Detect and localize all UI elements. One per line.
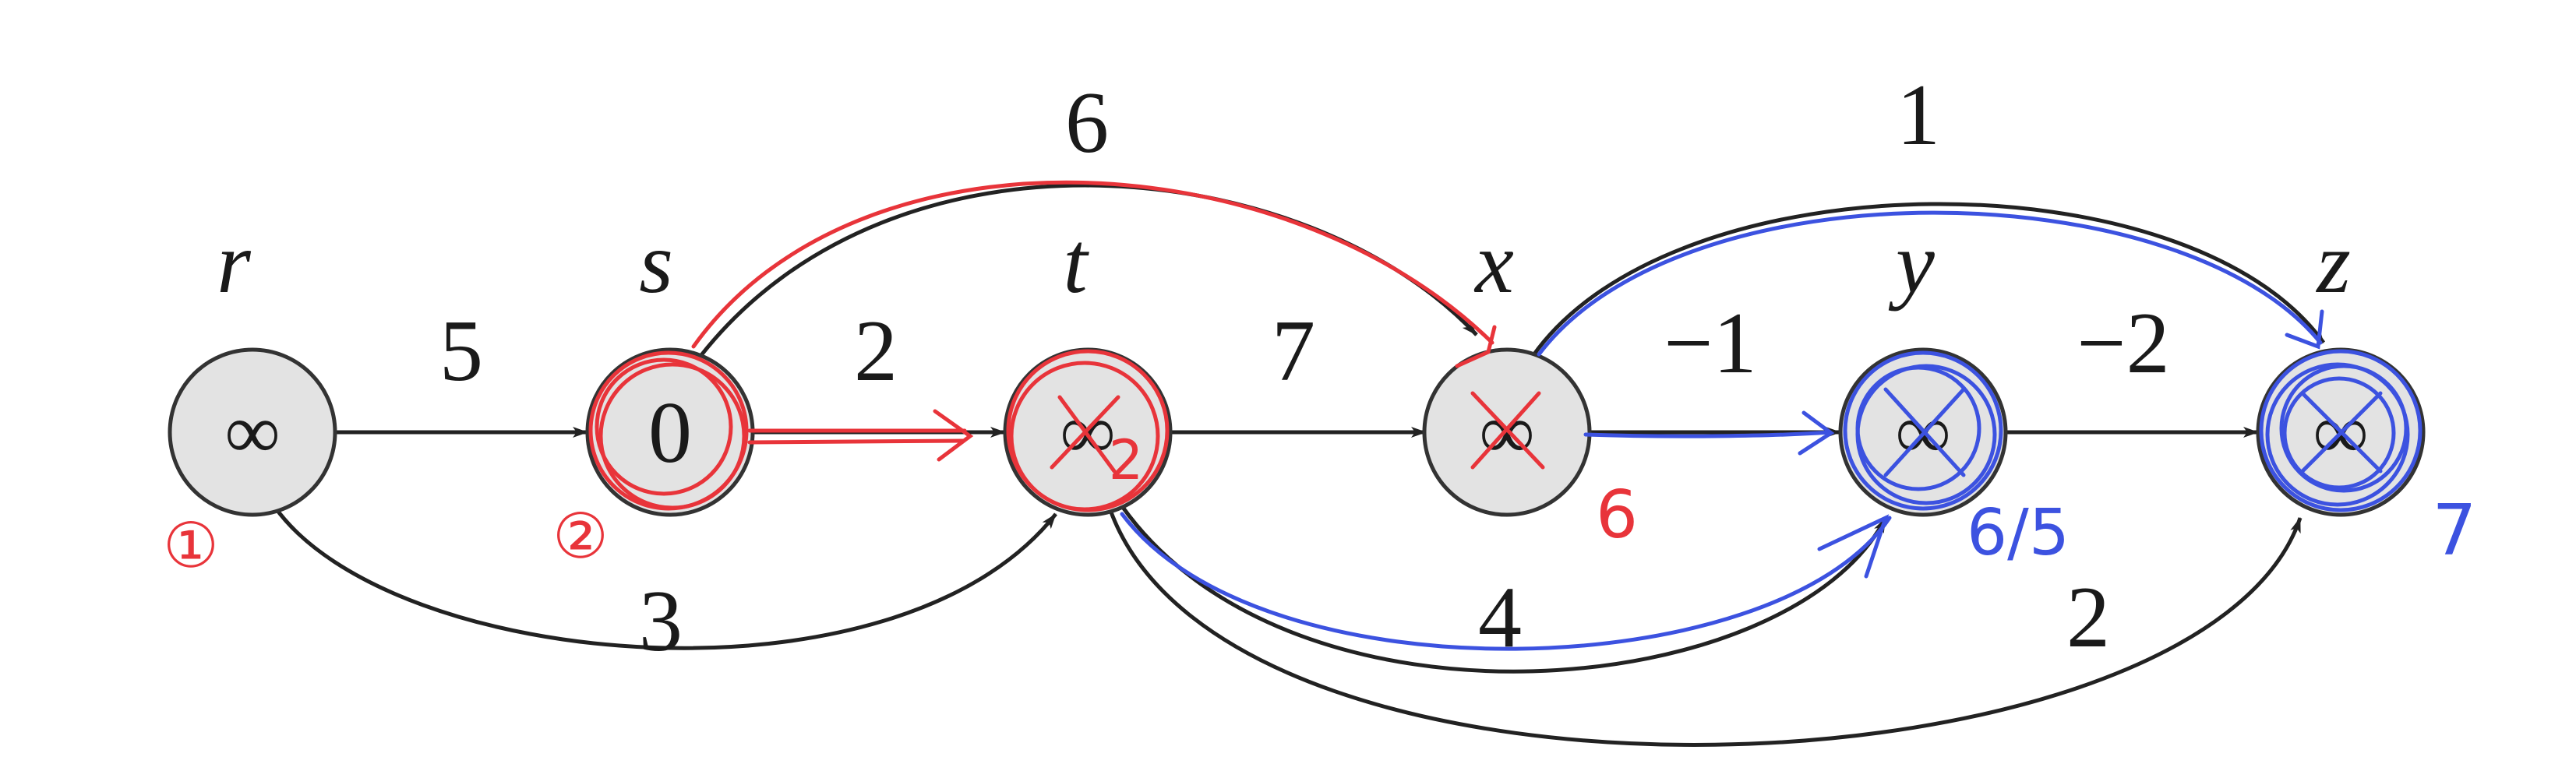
red-note-s: ② [552,500,609,572]
node-x: ∞ x [1422,215,1592,517]
red-edge-s-x [691,180,1494,349]
blue-edge-x-y [1583,430,1832,438]
edge-t-z [1108,509,2303,747]
edge-x-z [1531,202,2326,357]
blue-cross-z [2300,391,2383,473]
blue-edge-x-z [1537,210,2323,357]
red-scribble-s-2 [598,362,746,510]
blue-edge-t-y [1120,512,1892,651]
node-r: ∞ r [168,215,337,517]
node-r-circle [168,347,337,517]
red-scribble-s-3 [595,357,733,496]
blue-scribble-z-1 [2259,349,2422,512]
weight-s-t: 2 [854,303,898,400]
node-s-value: 0 [648,385,692,481]
weight-r-s: 5 [439,303,483,400]
red-note-x: 6 [1596,477,1638,554]
node-z-label: z [2315,215,2351,312]
red-annotations [588,180,1545,512]
weight-x-z: 1 [1897,67,1940,164]
blue-cross-y [1883,387,1966,477]
red-edge-s-t [747,428,967,445]
red-note-t: 2 [1109,428,1144,492]
red-arrowhead-t [933,409,974,462]
blue-scribble-z-4 [2282,376,2396,490]
blue-arrowhead-y2 [1817,514,1890,579]
node-y-label: y [1888,215,1935,312]
red-cross-x [1470,391,1545,470]
weight-t-z: 2 [2066,569,2110,666]
node-r-label: r [217,215,251,312]
edge-t-y [1120,505,1888,674]
weight-t-x: 7 [1272,303,1315,400]
blue-note-y: 6/5 [1967,496,2070,570]
blue-scribble-y-1 [1843,350,2003,511]
weight-x-y: −1 [1664,295,1756,392]
red-note-r: ① [163,509,219,582]
weight-y-z: −2 [2077,295,2169,392]
edge-s-x [700,183,1478,357]
blue-scribble-z-3 [2279,364,2408,493]
blue-note-z: 7 [2432,490,2476,572]
edge-r-t [272,505,1057,650]
red-arrowhead-x [1455,325,1497,368]
red-cross-t [1050,395,1120,473]
weight-r-t: 3 [639,573,683,670]
blue-arrowhead-z [2285,309,2324,350]
node-t-label: t [1063,215,1089,312]
blue-scribble-y-3 [1855,365,1981,491]
node-s-label: s [639,215,673,312]
red-scribble-t-2 [1009,361,1160,512]
blue-annotations [1120,210,2422,651]
weight-t-y: 4 [1478,569,1522,666]
node-r-value: ∞ [224,389,280,475]
blue-arrowhead-y1 [1798,410,1835,456]
node-x-label: x [1473,215,1514,312]
weight-s-x: 6 [1065,75,1109,171]
edges [272,183,2326,747]
